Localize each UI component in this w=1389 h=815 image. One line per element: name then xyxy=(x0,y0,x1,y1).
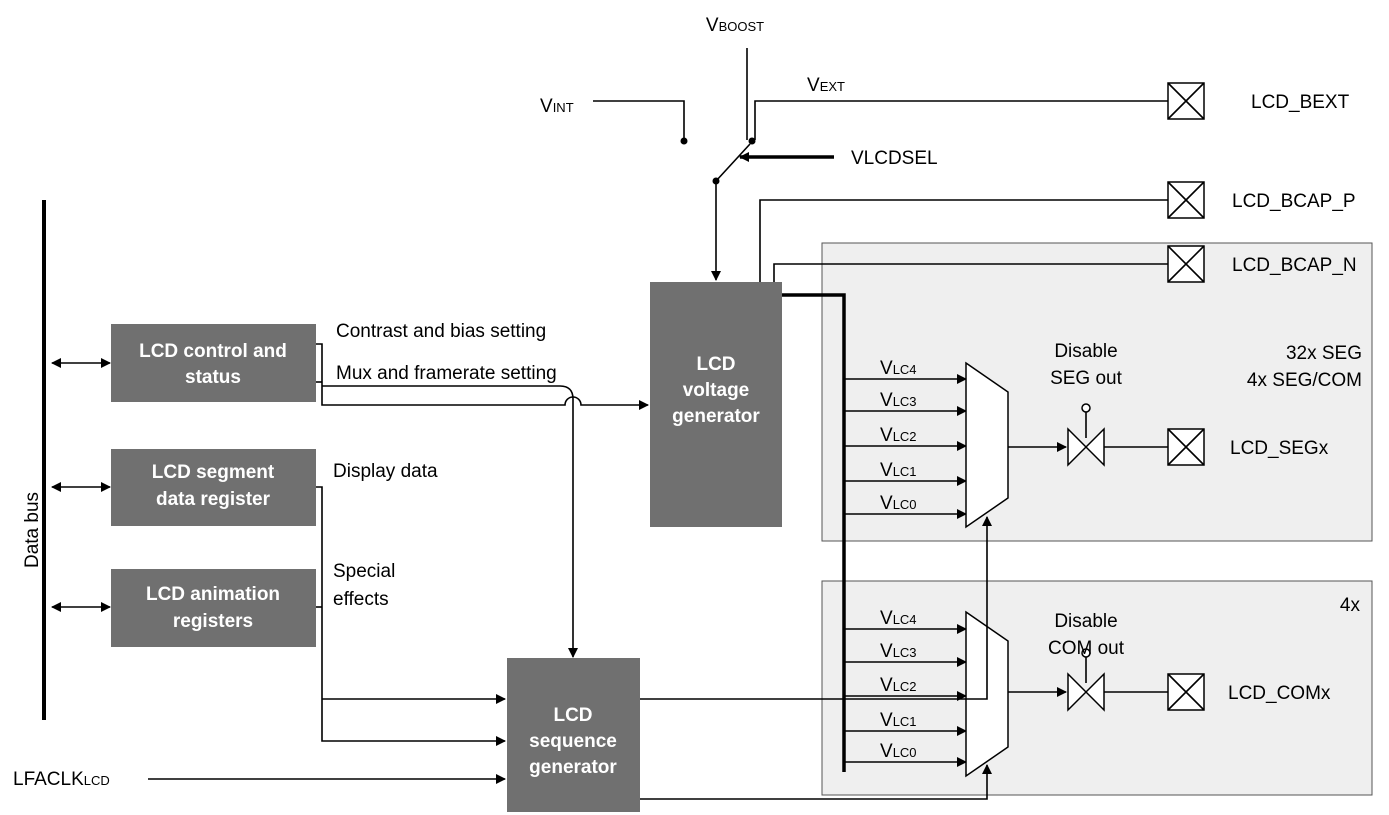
seg-vlc2-label: VLC2 xyxy=(880,425,917,446)
vint-wire xyxy=(593,100,685,140)
lcd-bcap-p-label: LCD_BCAP_P xyxy=(1232,191,1356,212)
lfaclk-label: LFACLKLCD xyxy=(13,769,110,790)
disable-seg-line2: SEG out xyxy=(1050,368,1123,389)
special-effects-line2: effects xyxy=(333,589,389,610)
seg-transmission-gate xyxy=(1067,403,1105,467)
vext-wire xyxy=(754,100,1168,140)
vint-label: VINT xyxy=(540,96,574,117)
sequence-block-line3: generator xyxy=(529,757,617,778)
com-vlc4-label: VLC4 xyxy=(880,608,917,629)
seg-vlc1-label: VLC1 xyxy=(880,460,917,481)
seg-count-line1: 32x SEG xyxy=(1286,343,1362,364)
voltage-block-line1: LCD xyxy=(696,354,735,375)
com-transmission-gate xyxy=(1067,648,1105,712)
contrast-bias-label: Contrast and bias setting xyxy=(336,321,546,342)
lcd-animation-block xyxy=(111,569,316,647)
segment-block-line2: data register xyxy=(156,489,271,510)
animation-block-line1: LCD animation xyxy=(146,584,280,605)
vlcdsel-label: VLCDSEL xyxy=(851,148,938,169)
display-data-wire xyxy=(316,486,506,746)
pad-lcd-bcap-p xyxy=(1167,181,1205,219)
com-vlc1-label: VLC1 xyxy=(880,710,917,731)
sequence-block-line2: sequence xyxy=(529,731,617,752)
mux-framerate-wire xyxy=(322,385,578,658)
seg-vlc0-label: VLC0 xyxy=(880,493,917,514)
seg-select-wire xyxy=(640,516,992,700)
bcap-p-wire xyxy=(759,199,1168,282)
disable-seg-line1: Disable xyxy=(1054,341,1117,362)
seg-driver-panel xyxy=(821,242,1373,542)
com-count-label: 4x xyxy=(1340,595,1361,616)
mux-framerate-label: Mux and framerate setting xyxy=(336,363,557,384)
data-bus-label: Data bus xyxy=(22,492,43,568)
vlc-bus xyxy=(782,293,846,772)
vext-label: VEXT xyxy=(807,75,845,96)
display-data-label: Display data xyxy=(333,461,438,482)
pad-lcd-comx xyxy=(1167,673,1205,711)
control-block-line2: status xyxy=(185,367,241,388)
voltage-block-line2: voltage xyxy=(683,380,750,401)
disable-com-line1: Disable xyxy=(1054,611,1117,632)
lcd-bext-label: LCD_BEXT xyxy=(1251,92,1350,113)
pad-lcd-segx xyxy=(1167,428,1205,466)
special-effects-line1: Special xyxy=(333,561,395,582)
seg-mux xyxy=(965,361,1009,529)
seg-vlc4-label: VLC4 xyxy=(880,358,917,379)
lcd-sequence-generator-block xyxy=(507,658,640,812)
voltage-block-line3: generator xyxy=(672,406,760,427)
seg-vlc3-label: VLC3 xyxy=(880,390,917,411)
contrast-bias-wire xyxy=(316,343,649,410)
sequence-block-line1: LCD xyxy=(553,705,592,726)
vboost-label: VBOOST xyxy=(706,15,764,36)
vboost-contact xyxy=(748,137,756,145)
control-block-line1: LCD control and xyxy=(139,341,287,362)
seg-count-line2: 4x SEG/COM xyxy=(1247,370,1362,391)
pad-lcd-bext xyxy=(1167,82,1205,120)
com-vlc0-label: VLC0 xyxy=(880,741,917,762)
lcd-control-status-block xyxy=(111,324,316,402)
com-vlc3-label: VLC3 xyxy=(880,641,917,662)
vint-contact xyxy=(680,137,688,145)
disable-com-line2: COM out xyxy=(1048,638,1125,659)
lcd-bcap-n-label: LCD_BCAP_N xyxy=(1232,255,1357,276)
supply-switch-lever xyxy=(715,143,751,182)
lcd-voltage-generator-block xyxy=(650,282,782,527)
com-vlc2-label: VLC2 xyxy=(880,675,917,696)
com-select-wire xyxy=(640,764,992,800)
bcap-n-wire xyxy=(773,263,1168,282)
pad-lcd-bcap-n xyxy=(1167,245,1205,283)
animation-block-line2: registers xyxy=(173,611,253,632)
segment-block-line1: LCD segment xyxy=(152,462,275,483)
lcd-segment-data-block xyxy=(111,449,316,526)
lcd-segx-label: LCD_SEGx xyxy=(1230,438,1329,459)
lcd-comx-label: LCD_COMx xyxy=(1228,683,1331,704)
